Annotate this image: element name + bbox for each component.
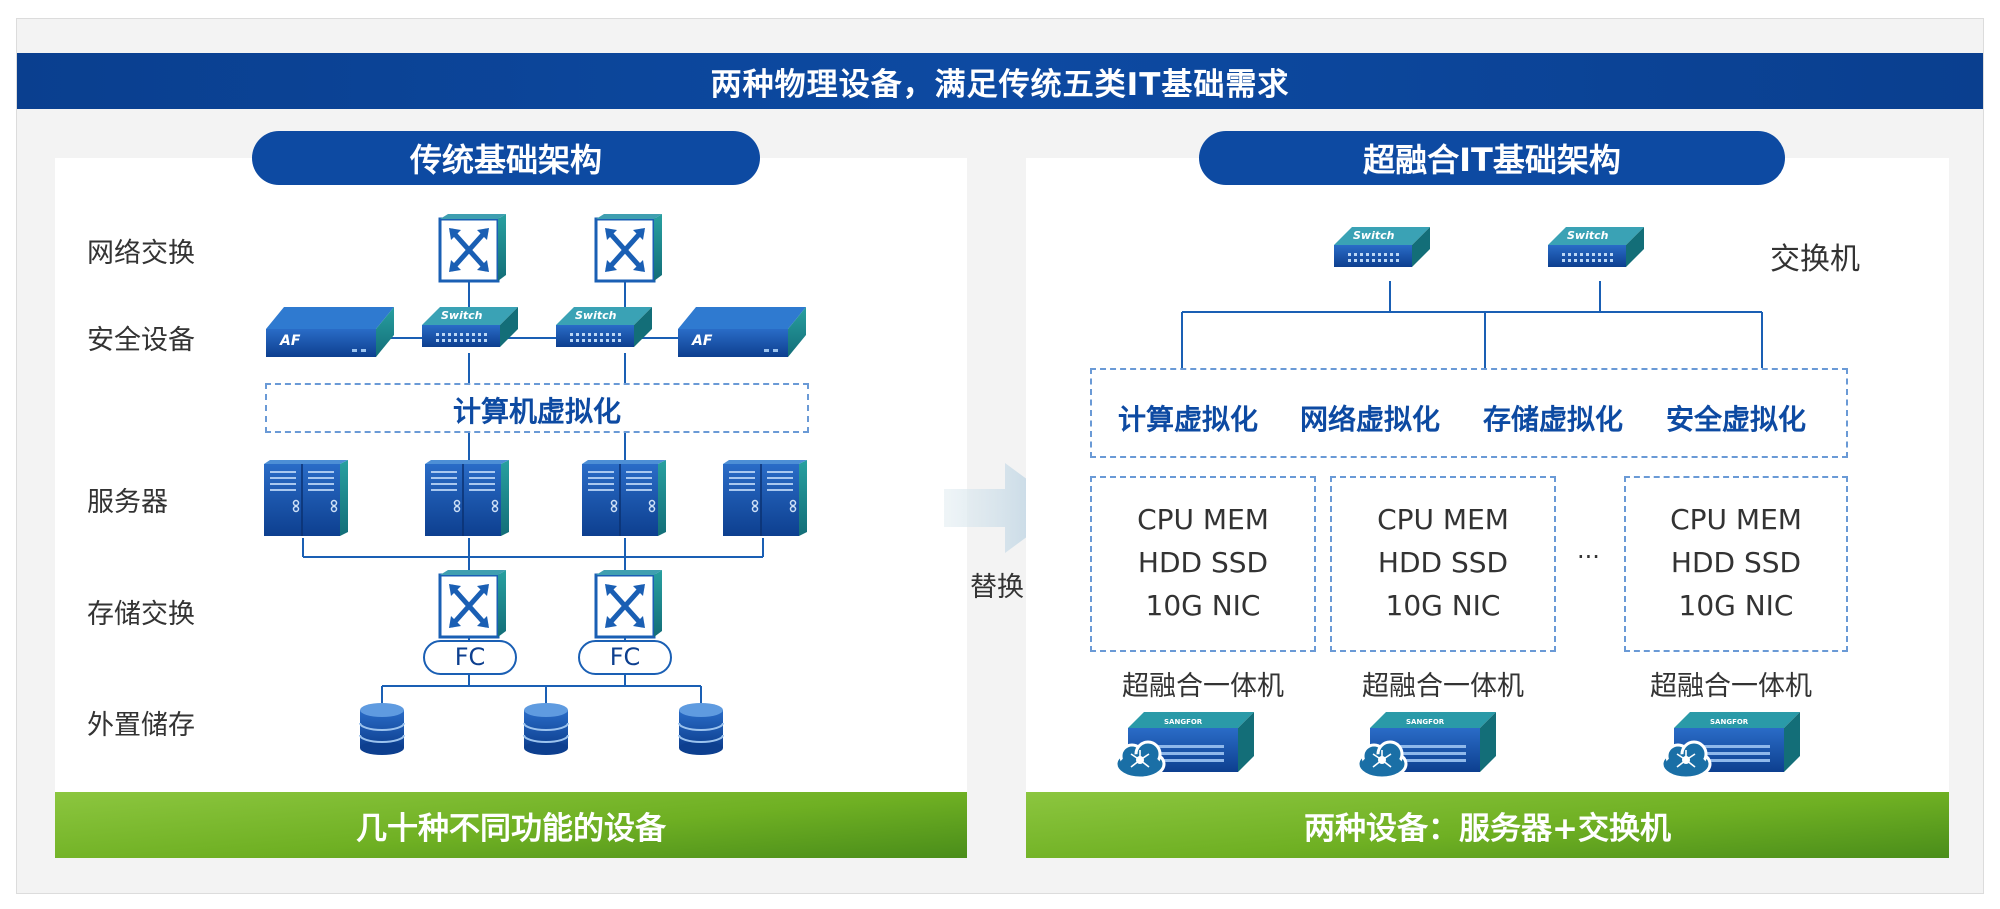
node-ellipsis: ··· xyxy=(1577,543,1600,571)
brand-label-2: SANGFOR xyxy=(1406,718,1445,726)
node-spec-2: CPU MEM HDD SSD 10G NIC xyxy=(1330,498,1556,627)
node-box-3 xyxy=(1624,476,1848,652)
compute-virtualization-box xyxy=(265,383,809,433)
left-panel xyxy=(55,158,967,858)
node-2-line2: HDD SSD xyxy=(1377,546,1509,579)
row-label-security: 安全设备 xyxy=(87,325,195,356)
fc-label-1: FC xyxy=(454,643,486,671)
node-caption-1: 超融合一体机 xyxy=(1122,671,1284,702)
switch-label-l1: Switch xyxy=(441,309,483,322)
row-label-storage-switch: 存储交换 xyxy=(87,599,195,630)
af-label-2: AF xyxy=(692,333,713,349)
virt-compute: 计算虚拟化 xyxy=(1118,403,1259,436)
virtualization-box xyxy=(1090,368,1848,458)
node-box-2 xyxy=(1330,476,1556,652)
node-1-line1: CPU MEM xyxy=(1137,503,1269,536)
row-label-network: 网络交换 xyxy=(87,238,195,269)
switch-caption: 交换机 xyxy=(1770,242,1860,277)
left-title: 传统基础架构 xyxy=(252,131,760,185)
replace-label: 替换 xyxy=(970,572,1024,603)
node-box-1 xyxy=(1090,476,1316,652)
node-spec-1: CPU MEM HDD SSD 10G NIC xyxy=(1090,498,1316,627)
af-label-1: AF xyxy=(280,333,301,349)
right-footer: 两种设备：服务器+交换机 xyxy=(1026,792,1949,858)
brand-label-3: SANGFOR xyxy=(1710,718,1749,726)
node-3-line3: 10G NIC xyxy=(1678,589,1794,622)
af-device-1 xyxy=(266,307,394,357)
node-caption-3: 超融合一体机 xyxy=(1650,671,1812,702)
node-2-line3: 10G NIC xyxy=(1385,589,1501,622)
fc-label-2: FC xyxy=(609,643,641,671)
brand-label-1: SANGFOR xyxy=(1164,718,1203,726)
right-title: 超融合IT基础架构 xyxy=(1199,131,1785,185)
af-device-2 xyxy=(678,307,806,357)
left-footer: 几十种不同功能的设备 xyxy=(55,792,967,858)
virt-network: 网络虚拟化 xyxy=(1300,403,1441,436)
switch-label-l2: Switch xyxy=(575,309,617,322)
row-label-external-storage: 外置储存 xyxy=(87,710,195,741)
node-1-line3: 10G NIC xyxy=(1145,589,1261,622)
compute-virtualization-label: 计算机虚拟化 xyxy=(452,395,621,428)
node-caption-2: 超融合一体机 xyxy=(1362,671,1524,702)
row-label-server: 服务器 xyxy=(87,487,168,518)
switch-label-r2: Switch xyxy=(1567,229,1609,242)
node-3-line2: HDD SSD xyxy=(1670,546,1802,579)
node-2-line1: CPU MEM xyxy=(1377,503,1509,536)
switch-label-r1: Switch xyxy=(1353,229,1395,242)
node-spec-3: CPU MEM HDD SSD 10G NIC xyxy=(1624,498,1848,627)
virt-storage: 存储虚拟化 xyxy=(1483,403,1624,436)
banner-title: 两种物理设备，满足传统五类IT基础需求 xyxy=(17,53,1983,109)
node-1-line2: HDD SSD xyxy=(1137,546,1269,579)
virt-security: 安全虚拟化 xyxy=(1666,403,1807,436)
node-3-line1: CPU MEM xyxy=(1670,503,1802,536)
